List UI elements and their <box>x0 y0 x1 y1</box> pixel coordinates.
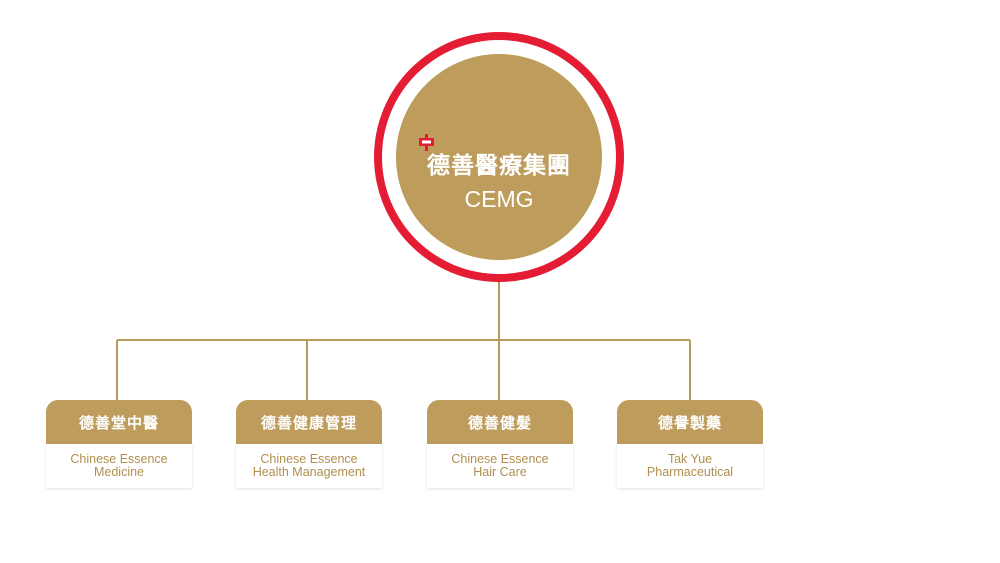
english-name-line2: Health Management <box>252 465 366 479</box>
english-name-line1: Tak Yue <box>667 452 713 466</box>
root-node-white-ring: 德善醫療集團 CEMG <box>382 40 616 274</box>
root-title: 德善醫療集團 <box>427 153 571 179</box>
subsidiary-node-health-management: 德善健康管理 Chinese Essence Health Management <box>236 400 382 488</box>
english-name-line2: Medicine <box>93 465 145 479</box>
chinese-essence-logo-icon <box>419 134 434 151</box>
subsidiary-name: 德善堂中醫 <box>46 400 192 444</box>
english-name-line1: Chinese Essence <box>70 452 168 466</box>
subsidiary-english-name: Tak Yue Pharmaceutical <box>617 444 763 488</box>
subsidiary-english-name: Chinese Essence Hair Care <box>427 444 573 488</box>
subsidiary-node-medicine: 德善堂中醫 Chinese Essence Medicine <box>46 400 192 488</box>
root-subtitle: CEMG <box>464 186 534 212</box>
subsidiary-node-hair-care: 德善健髮 Chinese Essence Hair Care <box>427 400 573 488</box>
subsidiary-name: 德善健康管理 <box>236 400 382 444</box>
subsidiary-name: 德譽製藥 <box>617 400 763 444</box>
subsidiary-node-pharmaceutical: 德譽製藥 Tak Yue Pharmaceutical <box>617 400 763 488</box>
english-name-line1: Chinese Essence <box>451 452 549 466</box>
subsidiary-english-name: Chinese Essence Medicine <box>46 444 192 488</box>
english-name-line2: Hair Care <box>473 465 527 479</box>
subsidiary-english-name: Chinese Essence Health Management <box>236 444 382 488</box>
english-name-line1: Chinese Essence <box>260 452 358 466</box>
subsidiary-name: 德善健髮 <box>427 400 573 444</box>
root-node-circle: 德善醫療集團 CEMG <box>396 54 602 260</box>
english-name-line2: Pharmaceutical <box>646 465 734 479</box>
root-node: 德善醫療集團 CEMG <box>374 32 624 282</box>
